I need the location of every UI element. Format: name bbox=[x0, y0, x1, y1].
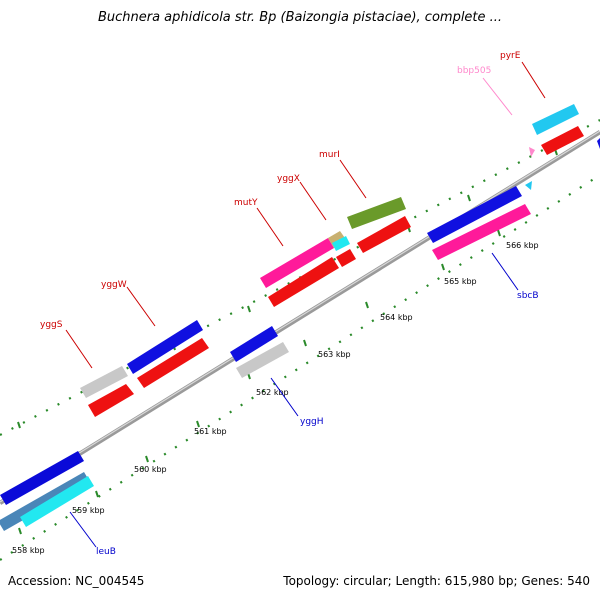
leader-sbcB bbox=[491, 252, 519, 291]
leader-yggH bbox=[270, 377, 299, 417]
tick-label-564: 564 kbp bbox=[380, 313, 413, 322]
gene-label-yggH[interactable]: yggH bbox=[300, 417, 324, 427]
gene-arrow-yggH-2[interactable] bbox=[236, 342, 289, 378]
gene-arrow-pyrE[interactable] bbox=[532, 104, 579, 135]
gene-label-bbp505[interactable]: bbp505 bbox=[457, 66, 491, 76]
leader-yggX bbox=[299, 181, 327, 221]
genome-backbone bbox=[0, 130, 600, 505]
gene-arrow-yggX-2[interactable] bbox=[332, 236, 350, 251]
gene-label-yggS[interactable]: yggS bbox=[40, 320, 63, 330]
gene-arrow-yggS[interactable] bbox=[80, 366, 128, 398]
genome-summary: Topology: circular; Length: 615,980 bp; … bbox=[283, 574, 590, 588]
tick-label-566: 566 kbp bbox=[506, 241, 539, 250]
gene-label-sbcB[interactable]: sbcB bbox=[517, 291, 539, 301]
leader-leuB bbox=[69, 511, 97, 548]
gene-arrow-mutY-2[interactable] bbox=[268, 257, 339, 307]
gene-arrows bbox=[0, 104, 600, 531]
backbone-highlight bbox=[0, 130, 600, 503]
tick-label-562: 562 kbp bbox=[256, 388, 289, 397]
tick-label-565: 565 kbp bbox=[444, 277, 477, 286]
gene-arrow-leuB-cluster-1[interactable] bbox=[0, 451, 84, 505]
tick-label-563: 563 kbp bbox=[318, 350, 351, 359]
tick-label-560: 560 kbp bbox=[134, 465, 167, 474]
tick-label-558: 558 kbp bbox=[12, 546, 45, 555]
accession-label: Accession: NC_004545 bbox=[8, 574, 145, 588]
gene-arrow-bbp505[interactable] bbox=[529, 147, 535, 157]
leader-yggS bbox=[65, 329, 93, 369]
gene-label-mutY[interactable]: mutY bbox=[234, 198, 258, 208]
gene-arrow-yggS-2[interactable] bbox=[88, 384, 134, 417]
gene-label-yggW[interactable]: yggW bbox=[101, 280, 127, 290]
leader-pyrE bbox=[521, 61, 546, 99]
tick-label-559: 559 kbp bbox=[72, 506, 105, 515]
leader-murI bbox=[339, 159, 367, 199]
map-title: Buchnera aphidicola str. Bp (Baizongia p… bbox=[97, 10, 503, 25]
gene-label-yggX[interactable]: yggX bbox=[277, 174, 300, 184]
leader-yggW bbox=[126, 286, 156, 327]
gene-label-leuB[interactable]: leuB bbox=[96, 547, 116, 557]
gene-arrow-small-cyan[interactable] bbox=[525, 181, 532, 190]
gene-label-murI[interactable]: murI bbox=[319, 150, 340, 160]
tick-label-561: 561 kbp bbox=[194, 427, 227, 436]
gene-arrow-sbcB-2[interactable] bbox=[432, 204, 531, 260]
leader-bbp505 bbox=[482, 77, 513, 116]
gene-arrow-yggX-3[interactable] bbox=[336, 249, 356, 267]
gene-arrow-edge[interactable] bbox=[597, 138, 600, 149]
inner-tick-ring bbox=[0, 174, 600, 561]
leader-mutY bbox=[256, 207, 284, 247]
gene-arrow-yggW[interactable] bbox=[127, 320, 203, 374]
gene-arrow-sbcB[interactable] bbox=[427, 186, 522, 243]
gene-arrow-mutY[interactable] bbox=[260, 238, 334, 288]
gene-arrow-pyrE-2[interactable] bbox=[541, 126, 584, 155]
gene-arrow-murI[interactable] bbox=[347, 197, 406, 229]
gene-arrow-murI-2[interactable] bbox=[357, 216, 411, 253]
gene-arrow-yggW-2[interactable] bbox=[137, 338, 209, 388]
label-leader-lines bbox=[65, 61, 546, 548]
gene-label-pyrE[interactable]: pyrE bbox=[500, 51, 521, 61]
gene-arrow-yggH[interactable] bbox=[230, 326, 278, 362]
gene-arrow-leuB-cluster-2[interactable] bbox=[20, 476, 94, 527]
